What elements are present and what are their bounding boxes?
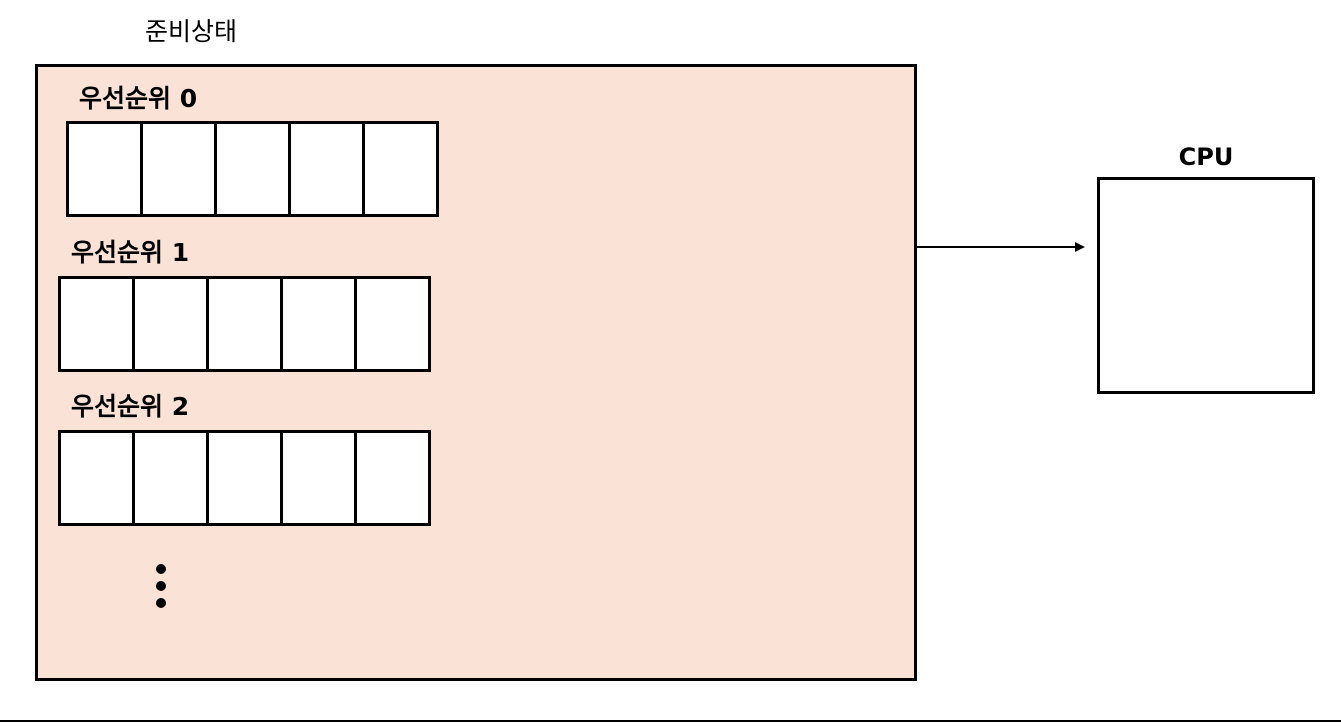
ellipsis-dot bbox=[156, 581, 166, 591]
dispatch-arrow bbox=[917, 242, 1085, 252]
queue-slot bbox=[291, 124, 365, 214]
priority-1-queue bbox=[58, 276, 431, 372]
queue-slot bbox=[357, 433, 428, 523]
priority-0-label: 우선순위 0 bbox=[79, 84, 198, 113]
queue-slot bbox=[283, 279, 357, 369]
queue-slot bbox=[143, 124, 217, 214]
queue-slot bbox=[61, 433, 135, 523]
bottom-divider bbox=[0, 720, 1341, 722]
ready-state-title: 준비상태 bbox=[145, 17, 238, 46]
priority-2-queue bbox=[58, 430, 431, 526]
queue-slot bbox=[69, 124, 143, 214]
queue-slot bbox=[209, 433, 283, 523]
arrow-head-icon bbox=[1075, 242, 1085, 252]
ellipsis-dot bbox=[156, 564, 166, 574]
priority-1-label: 우선순위 1 bbox=[71, 238, 190, 267]
queue-slot bbox=[217, 124, 291, 214]
queue-slot bbox=[357, 279, 428, 369]
vertical-ellipsis-icon bbox=[153, 564, 169, 610]
queue-slot bbox=[135, 433, 209, 523]
priority-2-label: 우선순위 2 bbox=[71, 392, 190, 421]
queue-slot bbox=[61, 279, 135, 369]
queue-slot bbox=[209, 279, 283, 369]
queue-slot bbox=[365, 124, 436, 214]
queue-slot bbox=[283, 433, 357, 523]
cpu-box bbox=[1097, 177, 1315, 394]
ellipsis-dot bbox=[156, 598, 166, 608]
cpu-label: CPU bbox=[1178, 143, 1234, 171]
queue-slot bbox=[135, 279, 209, 369]
priority-0-queue bbox=[66, 121, 439, 217]
